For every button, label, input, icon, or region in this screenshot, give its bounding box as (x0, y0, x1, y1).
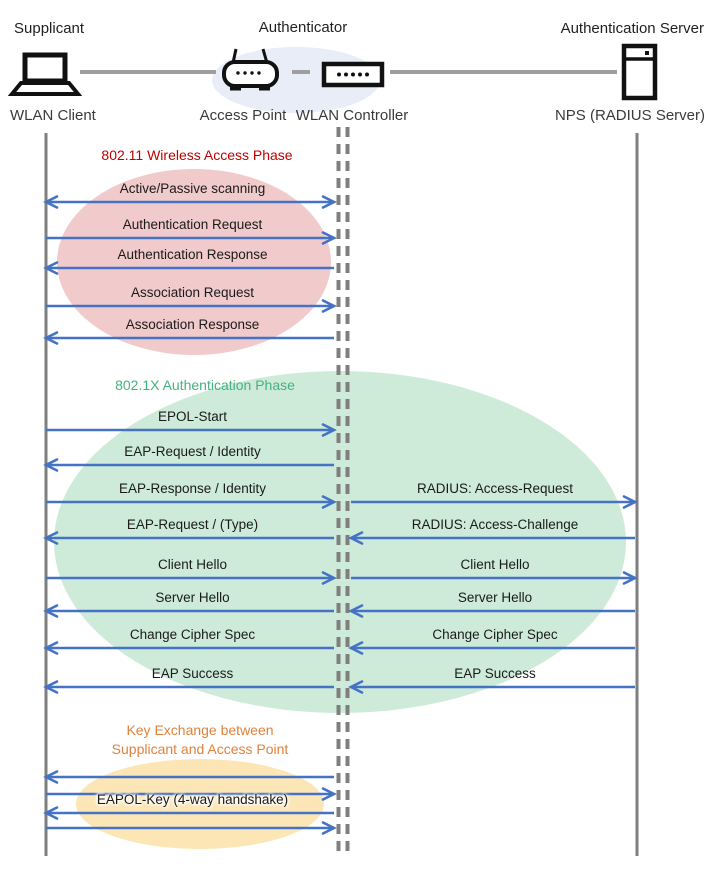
message-label: Change Cipher Spec (432, 627, 558, 642)
key-exchange-phase-ellipse (76, 759, 324, 849)
arrowhead-left-icon (348, 531, 364, 545)
message-label: EAP Success (151, 666, 234, 681)
message-label: Server Hello (457, 590, 533, 605)
message-label: Client Hello (157, 557, 228, 572)
message-label: Client Hello (460, 557, 530, 572)
message-label: Server Hello (155, 590, 230, 605)
message-label: Association Request (130, 285, 255, 300)
phase-title-dot1x: 802.1X Authentication Phase (115, 377, 295, 393)
arrowhead-right-icon (321, 571, 337, 585)
arrowhead-left-icon (43, 458, 59, 472)
arrowhead-left-icon (43, 195, 59, 209)
arrowhead-left-icon (43, 680, 59, 694)
message-label: EAP-Request / (Type) (126, 517, 259, 532)
arrowhead-left-icon (43, 770, 59, 784)
device-label-wlan-controller: WLAN Controller (295, 107, 409, 124)
arrowhead-right-icon (321, 495, 337, 509)
message-label: EAP Success (454, 666, 536, 681)
wlan-controller-icon (321, 61, 385, 88)
arrowhead-right-icon (622, 571, 638, 585)
arrowhead-right-icon (321, 423, 337, 437)
arrowhead-left-icon (348, 680, 364, 694)
message-label: EAP-Response / Identity (118, 481, 267, 496)
message-label: Change Cipher Spec (129, 627, 256, 642)
message-label: EAPOL-Key (4-way handshake) (96, 792, 289, 807)
message-label: EPOL-Start (157, 409, 228, 424)
arrowhead-right-icon (321, 231, 337, 245)
arrowhead-left-icon (348, 604, 364, 618)
actor-role-supplicant: Supplicant (14, 20, 85, 37)
laptop-icon (7, 52, 83, 96)
device-label-nps: NPS (RADIUS Server) (554, 107, 705, 124)
arrowhead-left-icon (348, 641, 364, 655)
arrowhead-right-icon (321, 299, 337, 313)
arrowhead-left-icon (43, 604, 59, 618)
wireless-phase-ellipse (57, 169, 331, 355)
arrowhead-right-icon (321, 787, 337, 801)
message-arrows (43, 195, 638, 835)
message-label: EAP-Request / Identity (124, 444, 261, 459)
arrowhead-left-icon (43, 806, 59, 820)
message-label: Authentication Request (122, 217, 263, 232)
arrowhead-right-icon (622, 495, 638, 509)
phase-title-key-exchange-line1: Key Exchange between (126, 722, 274, 738)
arrowhead-left-icon (43, 531, 59, 545)
server-icon (621, 43, 658, 101)
message-label: Authentication Response (117, 247, 268, 262)
device-label-access-point: Access Point (199, 107, 287, 124)
message-label: Active/Passive scanning (119, 181, 266, 196)
access-point-icon (222, 48, 279, 91)
arrowhead-left-icon (43, 261, 59, 275)
phase-title-key-exchange: Key Exchange between Supplicant and Acce… (85, 721, 315, 759)
arrowhead-left-icon (43, 641, 59, 655)
arrowhead-left-icon (43, 331, 59, 345)
arrowhead-right-icon (321, 821, 337, 835)
message-label: RADIUS: Access-Challenge (411, 517, 579, 532)
actor-role-authenticator: Authenticator (258, 19, 348, 36)
phase-title-wireless: 802.11 Wireless Access Phase (101, 147, 293, 163)
message-label: Association Response (125, 317, 260, 332)
message-label: RADIUS: Access-Request (416, 481, 574, 496)
phase-title-key-exchange-line2: Supplicant and Access Point (111, 741, 289, 757)
actor-role-auth-server: Authentication Server (560, 20, 704, 37)
arrowhead-right-icon (321, 195, 337, 209)
device-label-wlan-client: WLAN Client (10, 107, 96, 124)
